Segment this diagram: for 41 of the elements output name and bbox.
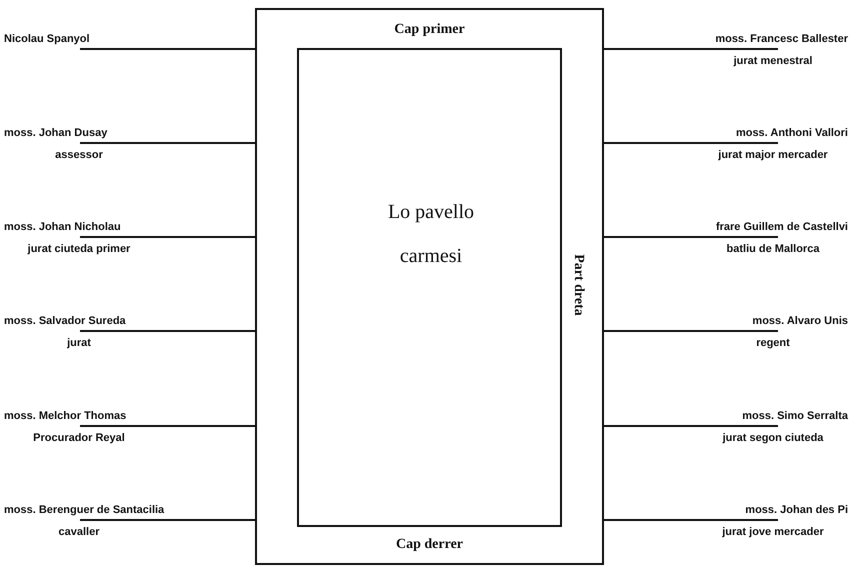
leader-line [604, 236, 778, 238]
role-text: jurat menestral [732, 54, 814, 68]
side-label: Part dreta [570, 254, 586, 316]
leader-line [604, 425, 778, 427]
role-text: cavaller [58, 525, 100, 539]
person-name: moss. Alvaro Unis [752, 314, 848, 328]
outer-frame [255, 8, 604, 565]
person-name: moss. Salvador Sureda [4, 314, 126, 328]
leader-line [604, 142, 778, 144]
side-label: Cap derrer [396, 537, 463, 553]
leader-line [80, 142, 255, 144]
person-name: moss. Simo Serralta [742, 409, 848, 423]
person-name: moss. Johan Dusay [4, 126, 108, 140]
side-label: Cap primer [394, 22, 465, 38]
leader-line [604, 519, 778, 521]
person-name: moss. Melchor Thomas [4, 409, 126, 423]
title-text: Lo pavello carmesi [386, 200, 476, 269]
leader-line [80, 519, 255, 521]
leader-line [80, 236, 255, 238]
person-name: moss. Berenguer de Santacilia [4, 503, 164, 517]
person-name: frare Guillem de Castellvi [716, 220, 848, 234]
person-name: Nicolau Spanyol [4, 32, 90, 46]
role-text: Procurador Reyal [32, 431, 126, 445]
leader-line [80, 330, 255, 332]
leader-line [604, 48, 778, 50]
leader-line [80, 425, 255, 427]
role-text: assessor [54, 148, 104, 162]
role-text: jurat jove mercader [721, 525, 825, 539]
role-text: jurat segon ciuteda [722, 431, 824, 445]
person-name: moss. Francesc Ballester [715, 32, 848, 46]
role-text: jurat ciuteda primer [26, 242, 132, 256]
person-name: moss. Johan Nicholau [4, 220, 121, 234]
role-text: jurat [66, 336, 92, 350]
person-name: moss. Johan des Pi [745, 503, 848, 517]
person-name: moss. Anthoni Vallori [736, 126, 848, 140]
leader-line [604, 330, 778, 332]
leader-line [80, 48, 255, 50]
role-text: batliu de Mallorca [726, 242, 820, 256]
role-text: jurat major mercader [717, 148, 829, 162]
role-text: regent [755, 336, 791, 350]
inner-rectangle [297, 48, 562, 527]
